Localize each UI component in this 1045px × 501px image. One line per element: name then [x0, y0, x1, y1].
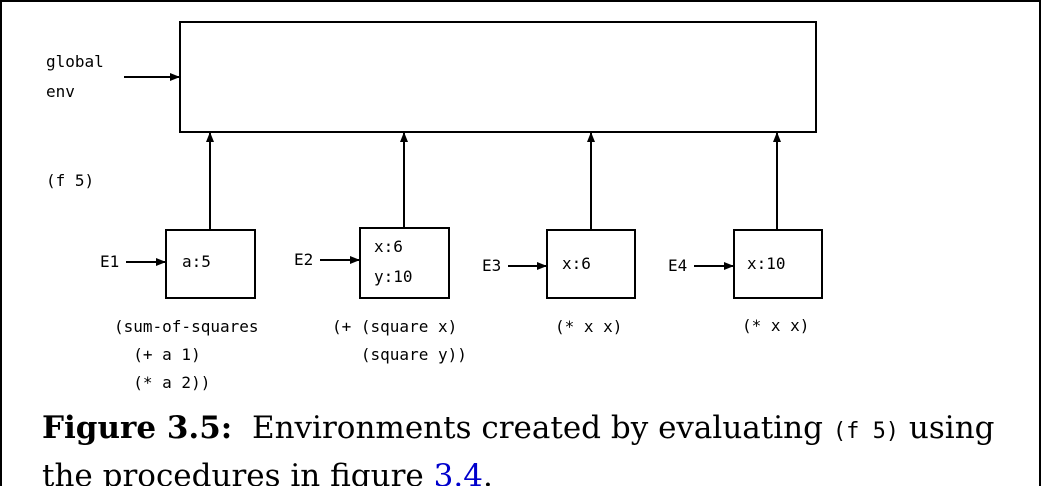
e1-name: E1	[100, 252, 119, 271]
e3-name: E3	[482, 256, 501, 275]
call-label: (f 5)	[46, 171, 94, 190]
e2-body-line-2: (square y))	[332, 345, 467, 364]
caption-end: .	[482, 458, 493, 486]
environment-e1: E1 a:5 (sum-of-squares (+ a 1) (* a 2))	[100, 132, 259, 392]
e3-body-line-1: (* x x)	[555, 317, 622, 336]
figure-caption: Figure 3.5: Environments created by eval…	[42, 406, 1032, 486]
e3-frame-box	[546, 229, 636, 299]
e2-body-line-1: (+ (square x)	[332, 317, 457, 336]
e2-binding-1: x:6	[374, 237, 403, 256]
caption-code: (f 5)	[832, 419, 900, 444]
e4-binding-1: x:10	[747, 254, 786, 273]
figure-label: Figure 3.5:	[42, 410, 233, 446]
environment-e3: E3 x:6 (* x x)	[482, 132, 636, 336]
environment-e4: E4 x:10 (* x x)	[668, 132, 823, 335]
caption-text-after: using the procedures in figure	[42, 410, 995, 486]
figure-3-4-link[interactable]: 3.4	[433, 458, 483, 486]
e4-body-line-1: (* x x)	[742, 316, 809, 335]
e3-binding-1: x:6	[562, 254, 591, 273]
e1-body-line-2: (+ a 1)	[114, 345, 201, 364]
environment-e2: E2 x:6 y:10 (+ (square x) (square y))	[294, 132, 467, 364]
caption-text-before: Environments created by evaluating	[251, 410, 823, 446]
e2-binding-2: y:10	[374, 267, 413, 286]
global-env-box	[179, 21, 817, 133]
e4-name: E4	[668, 256, 687, 275]
e1-body-line-1: (sum-of-squares	[114, 317, 259, 336]
e2-name: E2	[294, 250, 313, 269]
global-env-label-line-1: global	[46, 52, 104, 71]
e1-body-line-3: (* a 2))	[114, 373, 210, 392]
e1-binding-1: a:5	[182, 252, 211, 271]
environment-diagram: global env (f 5) E1 a:5 (sum-of-squares …	[46, 21, 823, 392]
global-env-label-line-2: env	[46, 82, 75, 101]
figure-frame: global env (f 5) E1 a:5 (sum-of-squares …	[0, 0, 1041, 486]
